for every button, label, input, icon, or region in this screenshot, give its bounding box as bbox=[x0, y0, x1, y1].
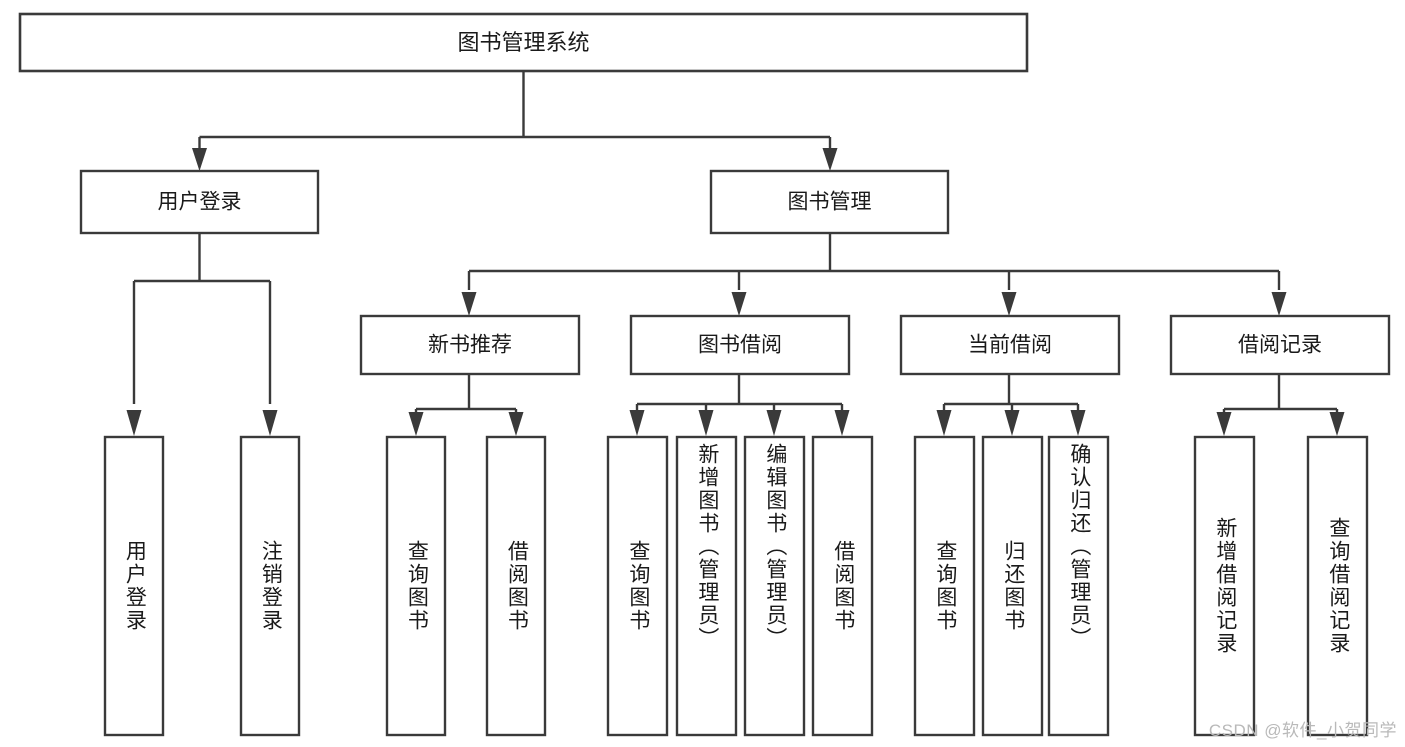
arrowhead-leaf-query-book-recommend bbox=[408, 412, 424, 436]
arrowhead-leaf-user-logout bbox=[262, 410, 278, 436]
arrowhead-leaf-borrow-book-recommend bbox=[508, 412, 524, 436]
node-leaf-edit-book-rect[interactable] bbox=[743, 435, 806, 737]
connectors-layer bbox=[126, 71, 1345, 436]
node-book-manage-label: 图书管理 bbox=[788, 191, 872, 214]
nodes-layer: 图书管理系统 用户登录 图书管理 新书推荐 图书借阅 bbox=[18, 12, 1391, 737]
node-borrow-record-rect[interactable] bbox=[1169, 314, 1391, 376]
node-new-book-recommend-label: 新书推荐 bbox=[428, 334, 512, 357]
node-leaf-borrow-book-rect[interactable] bbox=[811, 435, 874, 737]
arrowhead-user-login bbox=[192, 148, 207, 171]
node-leaf-return-book-rect[interactable] bbox=[981, 435, 1044, 737]
node-new-book-recommend[interactable]: 新书推荐 bbox=[359, 314, 581, 376]
node-leaf-add-book-rect[interactable] bbox=[675, 435, 738, 737]
node-root[interactable]: 图书管理系统 bbox=[18, 12, 1029, 73]
node-current-borrow-rect[interactable] bbox=[899, 314, 1121, 376]
arrowhead-new-book-recommend bbox=[461, 292, 477, 316]
node-borrow-record-label: 借阅记录 bbox=[1238, 334, 1322, 357]
node-user-login[interactable]: 用户登录 bbox=[79, 169, 320, 235]
arrowhead-leaf-edit-book bbox=[766, 410, 782, 436]
node-book-borrow-label: 图书借阅 bbox=[698, 334, 782, 357]
node-leaf-user-logout-rect[interactable] bbox=[239, 435, 301, 737]
arrowhead-leaf-add-borrow-record bbox=[1216, 412, 1232, 436]
arrowhead-book-borrow bbox=[731, 292, 747, 316]
node-leaf-query-book-borrow-rect[interactable] bbox=[606, 435, 669, 737]
node-book-borrow-rect[interactable] bbox=[629, 314, 851, 376]
arrowhead-leaf-borrow-book bbox=[834, 410, 850, 436]
arrowhead-leaf-query-book-current bbox=[936, 410, 952, 436]
arrowhead-leaf-return-book bbox=[1004, 410, 1020, 436]
arrowhead-leaf-add-book bbox=[698, 410, 714, 436]
node-book-manage-rect[interactable] bbox=[709, 169, 950, 235]
arrowhead-leaf-query-book-borrow bbox=[629, 410, 645, 436]
node-leaf-add-borrow-record-rect[interactable] bbox=[1193, 435, 1256, 737]
node-leaf-query-borrow-record-rect[interactable] bbox=[1306, 435, 1369, 737]
arrowhead-leaf-user-login bbox=[126, 410, 142, 436]
arrowhead-borrow-record bbox=[1271, 292, 1287, 316]
node-new-book-recommend-rect[interactable] bbox=[359, 314, 581, 376]
node-root-label: 图书管理系统 bbox=[457, 30, 589, 55]
node-leaf-confirm-return-rect[interactable] bbox=[1047, 435, 1110, 737]
node-root-rect[interactable] bbox=[18, 12, 1029, 73]
node-leaf-query-book-current-rect[interactable] bbox=[913, 435, 976, 737]
node-book-borrow[interactable]: 图书借阅 bbox=[629, 314, 851, 376]
node-current-borrow-label: 当前借阅 bbox=[968, 334, 1052, 357]
node-user-login-rect[interactable] bbox=[79, 169, 320, 235]
node-leaf-query-book-recommend-rect[interactable] bbox=[385, 435, 447, 737]
node-borrow-record[interactable]: 借阅记录 bbox=[1169, 314, 1391, 376]
node-leaf-borrow-book-recommend-rect[interactable] bbox=[485, 435, 547, 737]
csdn-watermark: CSDN @软件_小贺同学 bbox=[1208, 721, 1397, 740]
arrowhead-leaf-query-borrow-record bbox=[1329, 412, 1345, 436]
node-book-manage[interactable]: 图书管理 bbox=[709, 169, 950, 235]
node-user-login-label: 用户登录 bbox=[158, 191, 242, 214]
node-current-borrow[interactable]: 当前借阅 bbox=[899, 314, 1121, 376]
arrowhead-current-borrow bbox=[1001, 292, 1017, 316]
arrowhead-leaf-confirm-return bbox=[1070, 410, 1086, 436]
arrowhead-book-manage bbox=[822, 148, 838, 171]
node-leaf-user-login-rect[interactable] bbox=[103, 435, 165, 737]
